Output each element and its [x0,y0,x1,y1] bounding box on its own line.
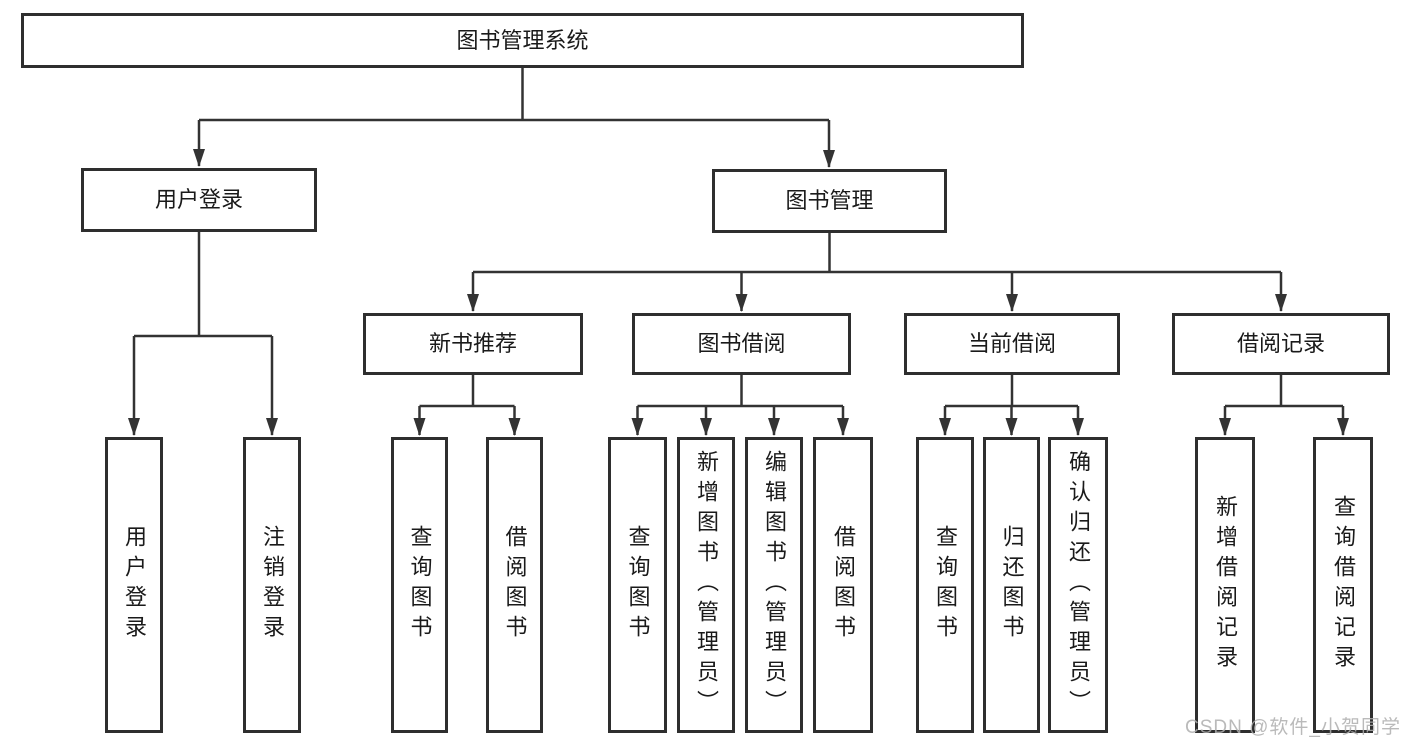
node-label: 查询图书 [933,525,958,645]
leaf-add-borrow-record: 新增借阅记录 [1195,437,1255,733]
leaf-edit-book-admin: 编辑图书（管理员） [745,437,803,733]
node-label: 借阅图书 [831,525,856,645]
leaf-add-book-admin: 新增图书（管理员） [677,437,735,733]
leaf-logout: 注销登录 [243,437,301,733]
node-label: 查询图书 [625,525,651,645]
leaf-return-book: 归还图书 [983,437,1040,733]
leaf-borrow-books-1: 借阅图书 [486,437,543,733]
node-label: 注销登录 [260,525,285,645]
leaf-query-borrow-record: 查询借阅记录 [1313,437,1373,733]
node-label: 图书借阅 [697,331,786,356]
leaf-borrow-books-2: 借阅图书 [813,437,873,733]
leaf-query-books-3: 查询图书 [916,437,974,733]
node-label: 借阅记录 [1236,331,1325,356]
node-label: 确认归还（管理员） [1066,450,1091,720]
node-label: 查询图书 [407,525,433,645]
leaf-user-login: 用户登录 [105,437,163,733]
leaf-query-books-2: 查询图书 [608,437,667,733]
leaf-confirm-return-admin: 确认归还（管理员） [1048,437,1108,733]
csdn-watermark: CSDN @软件_小贺同学 [1185,717,1401,738]
node-label: 查询借阅记录 [1331,495,1356,675]
node-label: 新增借阅记录 [1213,495,1238,675]
node-label: 新书推荐 [428,331,517,356]
node-label: 图书管理系统 [456,27,589,53]
node-library-system: 图书管理系统 [21,13,1024,68]
node-current-borrowing: 当前借阅 [904,313,1120,375]
node-label: 当前借阅 [967,331,1056,356]
node-label: 借阅图书 [502,525,528,645]
node-label: 新增图书（管理员） [694,450,719,720]
node-label: 用户登录 [122,525,147,645]
node-borrowing-records: 借阅记录 [1172,313,1390,375]
node-book-management: 图书管理 [712,169,947,233]
node-label: 用户登录 [154,187,243,212]
node-label: 图书管理 [785,188,874,213]
leaf-query-books-1: 查询图书 [391,437,448,733]
node-book-borrowing: 图书借阅 [632,313,851,375]
node-label: 归还图书 [999,525,1025,645]
node-label: 编辑图书（管理员） [762,450,787,720]
node-user-login: 用户登录 [81,168,317,232]
node-new-book-recommend: 新书推荐 [363,313,583,375]
